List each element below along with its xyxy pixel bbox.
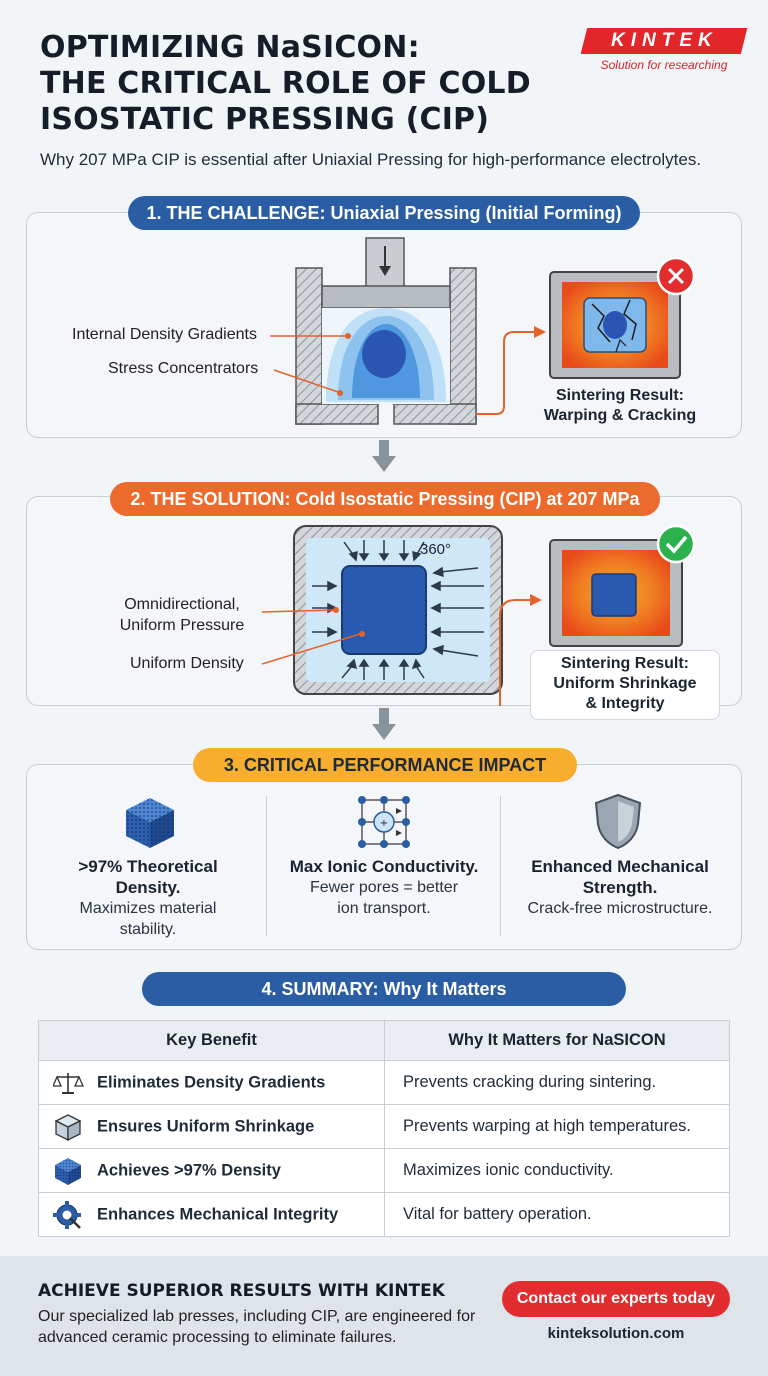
table-row: Eliminates Density Gradients Prevents cr… [38,1060,730,1105]
label-omnidirectional-pressure: Omnidirectional, Uniform Pressure [119,596,245,634]
uniaxial-press-diagram [270,237,696,425]
footer-text: Our specialized lab presses, including C… [38,1308,476,1346]
impact-item-strength: Enhanced Mechanical Strength. Crack-free… [527,857,713,917]
leader-stress [273,369,339,393]
gear-wrench-icon [53,1200,81,1229]
pressure-arrows [312,540,484,680]
cip-diagram [261,524,696,706]
page-title: OPTIMIZING NaSICON: THE CRITICAL ROLE OF… [40,30,600,138]
label-density-gradients: Internal Density Gradients [72,326,257,343]
why-text: Vital for battery operation. [384,1192,730,1237]
impact-divider [500,796,501,936]
impact-item-density: >97% Theoretical Density. Maximizes mate… [78,857,218,938]
title-line-2: THE CRITICAL ROLE OF COLD [40,66,531,101]
column-why-it-matters: Why It Matters for NaSICON [384,1020,730,1061]
title-line-3: ISOSTATIC PRESSING (CIP) [40,102,490,137]
benefit-text: Ensures Uniform Shrinkage [97,1116,315,1135]
footer-title: ACHIEVE SUPERIOR RESULTS WITH KINTEK [38,1281,445,1301]
fail-icon [656,256,696,296]
svg-text:+: + [380,818,388,829]
page-subtitle: Why 207 MPa CIP is essential after Uniax… [40,150,702,169]
plunger [321,237,451,309]
solution-heading: 2. THE SOLUTION: Cold Isostatic Pressing… [110,482,660,516]
solution-result-card [530,650,720,720]
cracked-sample [549,271,681,379]
table-row: Enhances Mechanical Integrity Vital for … [38,1192,730,1237]
solution-result: Sintering Result: Uniform Shrinkage & In… [553,655,697,712]
why-text: Prevents warping at high temperatures. [384,1104,730,1149]
logo-wordmark: KINTEK [610,30,718,51]
challenge-heading: 1. THE CHALLENGE: Uniaxial Pressing (Ini… [128,196,640,230]
cube-icon [126,798,174,848]
impact-divider [266,796,267,936]
result-arrow [476,331,536,415]
box-icon [54,1113,82,1141]
why-text: Maximizes ionic conductivity. [384,1148,730,1193]
flow-arrow-down-icon [372,708,396,740]
label-stress-concentrators: Stress Concentrators [108,360,259,377]
leader-pressure [261,609,335,613]
result-arrow-2 [499,599,532,706]
dense-cube-icon [55,1157,81,1185]
compact-density-gradient [322,308,450,404]
contact-experts-button[interactable]: Contact our experts today [502,1281,730,1317]
logo-tagline: Solution for researching [600,58,728,72]
leader-uniform-density [261,633,361,665]
balance-scale-icon [53,1072,85,1094]
intact-sample [549,539,683,647]
label-uniform-density: Uniform Density [130,655,244,672]
angle-360-label: 360° [420,541,452,558]
impact-item-conductivity: Max Ionic Conductivity. Fewer pores = be… [289,857,479,917]
column-key-benefit: Key Benefit [38,1020,385,1061]
impact-heading: 3. CRITICAL PERFORMANCE IMPACT [193,748,577,782]
summary-heading: 4. SUMMARY: Why It Matters [142,972,626,1006]
summary-table: Key Benefit Why It Matters for NaSICON E… [38,1020,730,1237]
table-row: Ensures Uniform Shrinkage Prevents warpi… [38,1104,730,1149]
ion-lattice-icon: + [358,796,410,848]
benefit-text: Eliminates Density Gradients [97,1072,326,1091]
website-link[interactable]: kinteksolution.com [547,1325,685,1342]
challenge-result: Sintering Result: Warping & Cracking [543,387,697,424]
kintek-logo[interactable]: KINTEK Solution for researching [580,28,748,72]
title-line-1: OPTIMIZING NaSICON: [40,30,420,65]
success-check-icon [656,524,696,564]
benefit-text: Enhances Mechanical Integrity [97,1204,339,1223]
benefit-text: Achieves >97% Density [97,1160,281,1179]
table-row: Achieves >97% Density Maximizes ionic co… [38,1148,730,1193]
why-text: Prevents cracking during sintering. [384,1060,730,1105]
flow-arrow-down-icon [372,440,396,472]
shield-icon [594,793,642,850]
